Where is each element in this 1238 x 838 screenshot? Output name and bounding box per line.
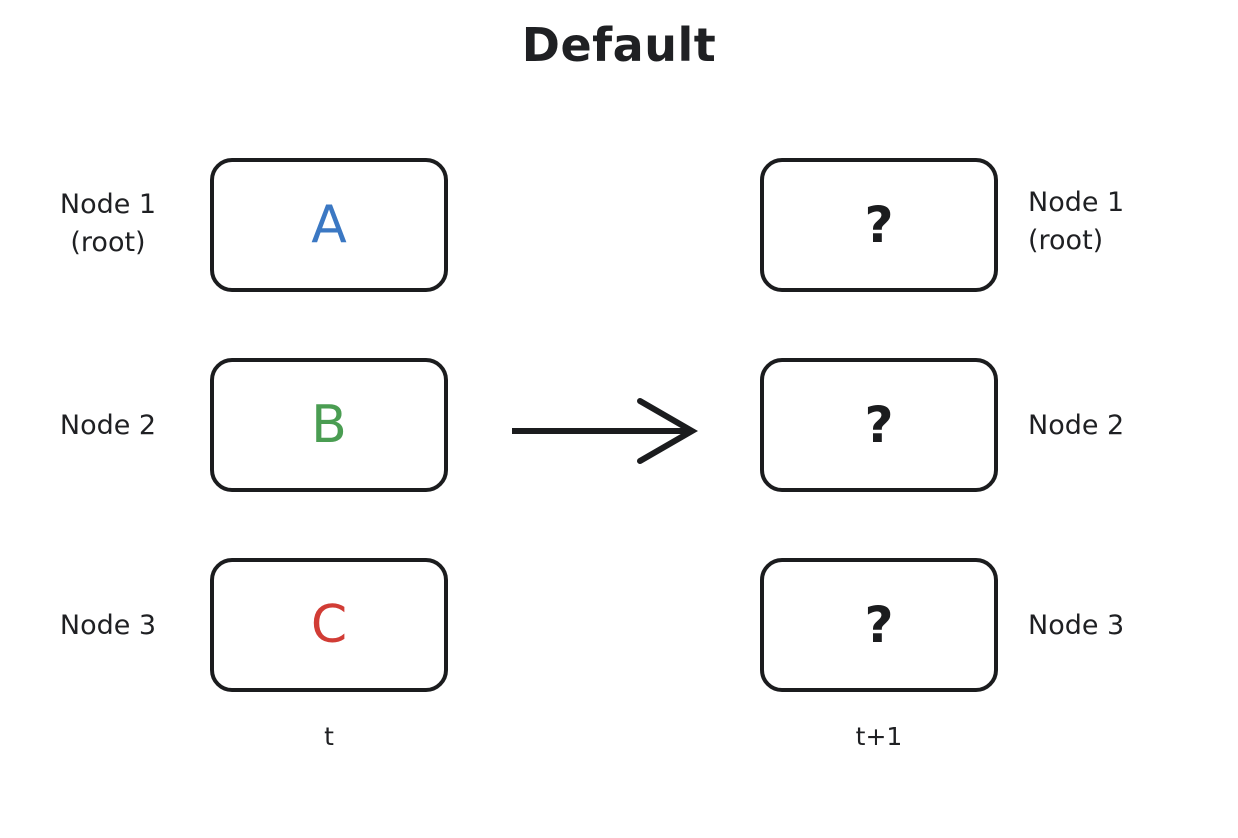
left-node-3-box[interactable]: C — [210, 558, 448, 692]
left-node-1-value: A — [311, 195, 347, 255]
left-node-1-label: Node 1 (root) — [59, 189, 157, 259]
right-node-2-label: Node 2 — [1028, 410, 1125, 441]
page-title: Default — [521, 18, 717, 72]
right-column-time-caption: t+1 — [855, 722, 903, 751]
left-node-3-label: Node 3 — [59, 610, 157, 641]
right-node-2-value: ? — [864, 396, 894, 454]
right-node-1-value: ? — [864, 196, 894, 254]
left-node-2-label: Node 2 — [59, 410, 157, 441]
right-arrow-icon — [512, 398, 699, 464]
left-node-1-box[interactable]: A — [210, 158, 448, 292]
right-node-3-label: Node 3 — [1028, 610, 1125, 641]
right-node-1-label: Node 1 (root) — [1028, 187, 1125, 257]
right-node-1-box[interactable]: ? — [760, 158, 998, 292]
right-node-2-box[interactable]: ? — [760, 358, 998, 492]
left-node-3-value: C — [310, 595, 348, 655]
left-column-time-caption: t — [324, 722, 334, 751]
right-node-3-value: ? — [864, 596, 894, 654]
left-node-2-box[interactable]: B — [210, 358, 448, 492]
left-node-2-value: B — [311, 395, 347, 455]
right-node-3-box[interactable]: ? — [760, 558, 998, 692]
